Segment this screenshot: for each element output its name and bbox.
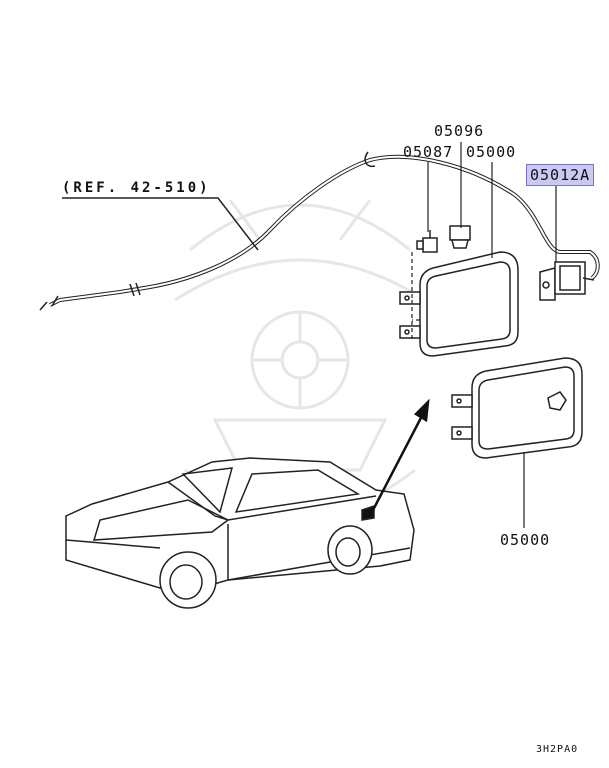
part-label-05000-top: 05000 (466, 143, 517, 161)
ref-label: (REF. 42-510) (62, 180, 211, 196)
fuel-lid-upper (399, 251, 519, 357)
clip-05096 (449, 225, 471, 249)
part-label-05087: 05087 (403, 143, 454, 161)
leader-lines (411, 142, 557, 528)
fuel-lid-lower (451, 357, 583, 459)
bumper-05087 (416, 230, 438, 253)
diagram-code: 3H2PA0 (536, 744, 579, 755)
part-label-05000-bottom: 05000 (500, 531, 551, 549)
car-illustration (65, 457, 415, 609)
part-label-05012a: 05012A (526, 164, 595, 186)
release-cable (39, 151, 600, 311)
ref-leader (62, 197, 259, 251)
part-label-05096: 05096 (434, 122, 485, 140)
lid-latch-05012a (539, 261, 595, 301)
pointer-arrow (370, 398, 430, 513)
